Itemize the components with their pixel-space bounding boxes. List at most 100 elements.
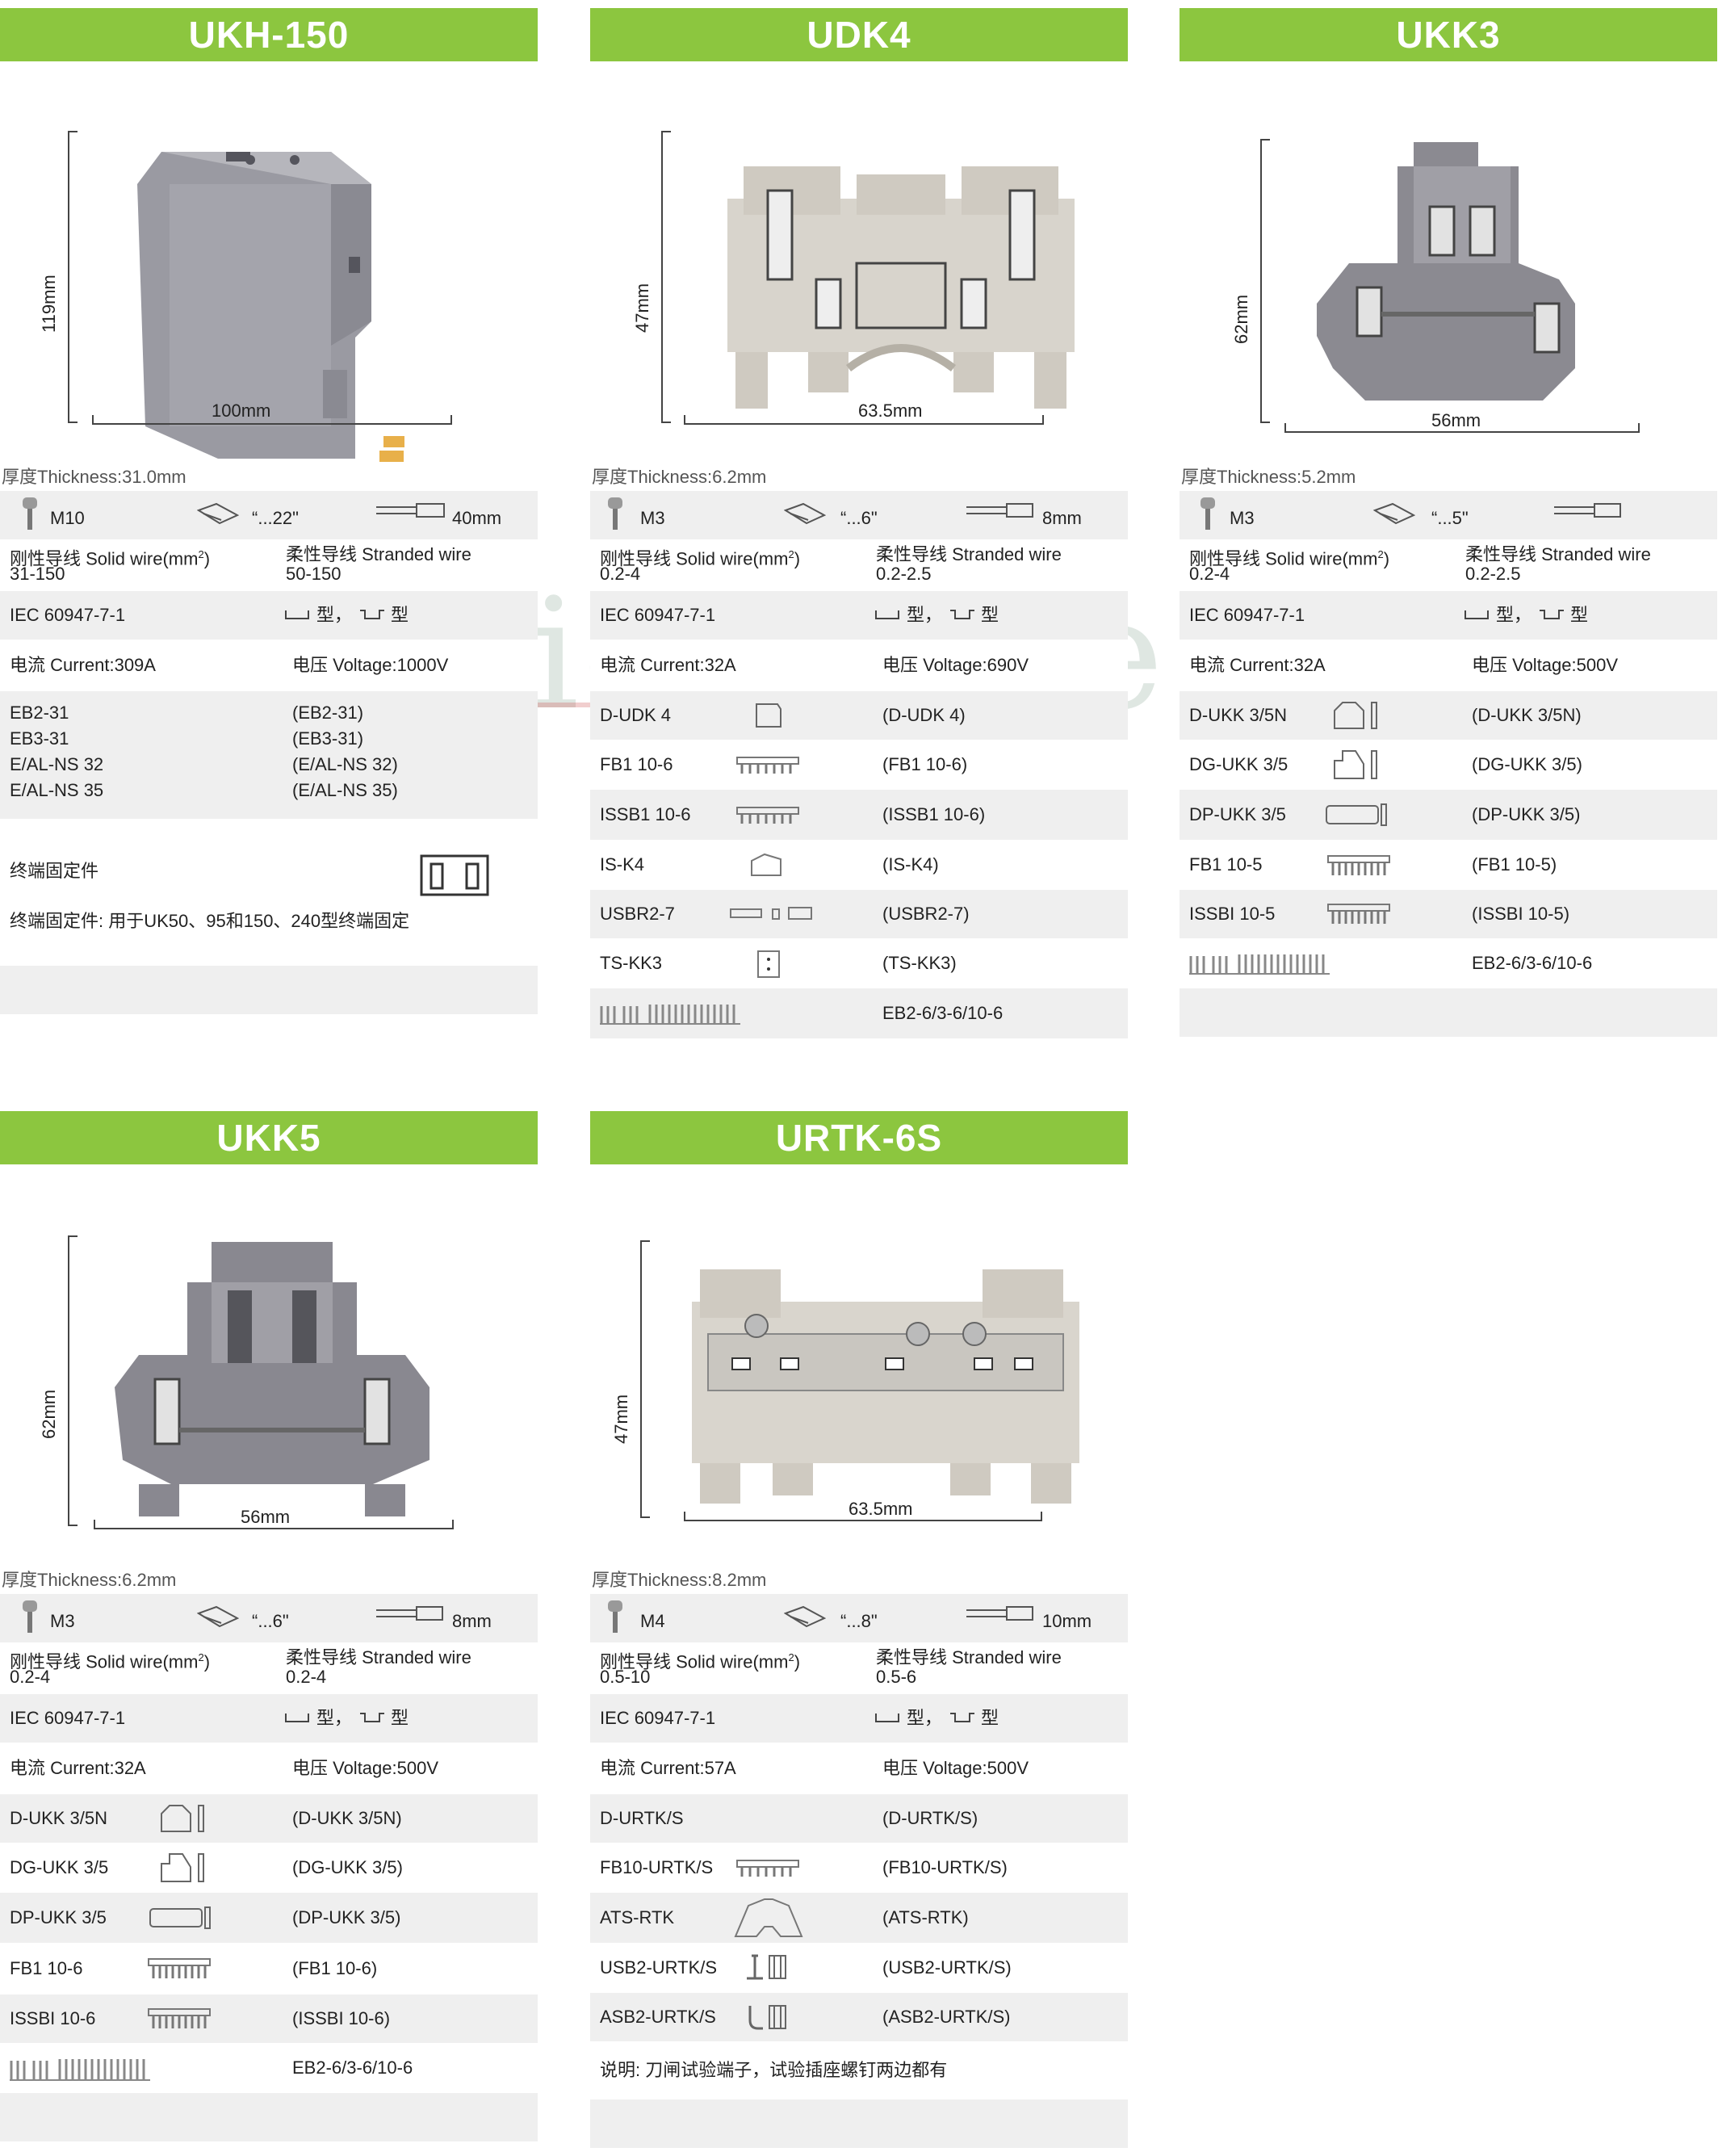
accessory-row: D-UKK 3/5N (D-UKK 3/5N) (0, 1794, 538, 1843)
empty-row (0, 966, 538, 1014)
accessory-row: ISSB1 10-6 (ISSB1 10-6) (590, 790, 1128, 840)
product-note: 说明: 刀闸试验端子，试验插座螺钉两边都有 (600, 2060, 948, 2080)
rail-profile-icon (1540, 610, 1564, 619)
accessory-code: (EB3-31) (292, 728, 364, 749)
screw-icon (608, 1600, 622, 1633)
screw-size: M3 (50, 1611, 75, 1631)
product-image-area: 62mm 56mm (1180, 61, 1717, 463)
cover-icon (734, 1898, 803, 1937)
socket-icon (757, 950, 780, 978)
width-dimension (684, 1512, 1042, 1521)
stranded-wire-label: 柔性导线 Stranded wire (286, 1647, 471, 1667)
type-label: 型， (1496, 605, 1532, 625)
gauge-value: “...6" (252, 1611, 289, 1631)
accessory-code: FB1 10-5 (1189, 854, 1263, 875)
stranded-wire-value: 0.2-2.5 (876, 564, 932, 584)
empty-row (1180, 988, 1717, 1037)
accessory-code: (E/AL-NS 35) (292, 780, 398, 800)
accessory-code: DG-UKK 3/5 (10, 1857, 109, 1877)
screw-row: M3 “...6" 8mm (0, 1594, 538, 1642)
type-label: 型， (316, 605, 353, 625)
solid-wire-label: 刚性导线 Solid wire(mm2) (600, 548, 801, 569)
accessory-row: ATS-RTK (ATS-RTK) (590, 1893, 1128, 1943)
gauge-value: “...22" (252, 508, 299, 528)
type-label: 型 (981, 1708, 999, 1728)
accessory-code: (ISSBI 10-6) (292, 2008, 391, 2028)
iec-standard: IEC 60947-7-1 (600, 1708, 716, 1728)
accessory-code: (USB2-URTK/S) (882, 1957, 1012, 1978)
card-urtk6s: URTK-6S 47mm 63.5mm 厚度Thickness:8.2mm M4 (590, 1111, 1128, 2148)
accessory-code: (D-UKK 3/5N) (292, 1808, 402, 1828)
accessory-code: (FB1 10-6) (882, 754, 968, 774)
strip-length: 40mm (452, 508, 502, 528)
rating-row: 电流 Current:32A 电压 Voltage:690V (590, 640, 1128, 691)
rail-profile-icon (950, 1713, 974, 1722)
thickness-label: 厚度Thickness:5.2mm (1181, 467, 1356, 487)
accessory-row: TS-KK3 (TS-KK3) (590, 938, 1128, 988)
rail-profile-icon (950, 610, 974, 619)
accessory-code: IS-K4 (600, 854, 645, 875)
wire-row: 刚性导线 Solid wire(mm2) 31-150 柔性导线 Strande… (0, 539, 538, 591)
current-rating: 电流 Current:32A (1189, 655, 1326, 675)
current-rating: 电流 Current:32A (10, 1758, 146, 1778)
accessory-row: USBR2-7 (USBR2-7) (590, 890, 1128, 938)
solid-wire-label: 刚性导线 Solid wire(mm2) (1189, 548, 1390, 569)
accessory-code: D-UKK 3/5N (10, 1808, 108, 1828)
gauge-value: “...8" (840, 1611, 878, 1631)
voltage-rating: 电压 Voltage:500V (292, 1758, 439, 1778)
card-title: UDK4 (590, 8, 1128, 61)
product-image-area: 119mm 100mm (0, 61, 538, 463)
accessory-code: (D-URTK/S) (882, 1808, 978, 1828)
marker-strip-icon (600, 1005, 740, 1025)
screw-icon (23, 497, 37, 530)
solid-wire-value: 0.2-4 (1189, 564, 1230, 584)
marker-strip-icon (1189, 954, 1330, 975)
urtk6s-product-image (692, 1269, 1079, 1504)
stranded-wire-label: 柔性导线 Stranded wire (1465, 544, 1651, 564)
width-dimension (1284, 423, 1640, 433)
screw-icon (1201, 497, 1215, 530)
rail-profile-icon (285, 610, 309, 619)
product-image-area: 47mm 63.5mm (590, 1164, 1128, 1567)
voltage-rating: 电压 Voltage:500V (882, 1758, 1029, 1778)
accessory-code: D-UDK 4 (600, 705, 672, 725)
accessory-code: ASB2-URTK/S (600, 2007, 716, 2027)
accessory-code: (DP-UKK 3/5) (292, 1907, 401, 1927)
stranded-wire-value: 0.2-2.5 (1465, 564, 1521, 584)
iec-row: IEC 60947-7-1 型， 型 (1180, 591, 1717, 640)
height-label: 47mm (611, 1394, 631, 1444)
screwdriver-icon (1373, 502, 1415, 525)
card-title: UKK5 (0, 1111, 538, 1164)
accessory-row: DP-UKK 3/5 (DP-UKK 3/5) (1180, 790, 1717, 840)
screw-size: M3 (640, 508, 665, 528)
height-dimension (68, 1235, 78, 1526)
card-udk4: UDK4 47mm 63.5mm 厚度Thickness:6.2mm M3 “.… (590, 8, 1128, 1038)
screw-row: M4 “...8" 10mm (590, 1594, 1128, 1642)
wire-strip-icon (966, 1606, 1033, 1621)
solid-wire-value: 0.5-10 (600, 1667, 651, 1687)
endplate-icon (161, 1853, 204, 1882)
height-dimension (1260, 139, 1270, 423)
accessory-code: DP-UKK 3/5 (1189, 804, 1286, 824)
accessory-code: (IS-K4) (882, 854, 939, 875)
solid-wire-label: 刚性导线 Solid wire(mm2) (10, 548, 211, 569)
bridge-icon (736, 807, 799, 824)
card-title: UKH-150 (0, 8, 538, 61)
voltage-rating: 电压 Voltage:690V (882, 655, 1029, 675)
accessory-code: (ISSB1 10-6) (882, 804, 986, 824)
thickness-label: 厚度Thickness:6.2mm (2, 1570, 177, 1590)
accessory-code: ISSB1 10-6 (600, 804, 691, 824)
card-ukk5: UKK5 62mm 56mm 厚度Thickness:6.2mm M3 “...… (0, 1111, 538, 2141)
width-dimension (684, 415, 1044, 425)
accessory-list: EB2-31 EB3-31 E/AL-NS 32 E/AL-NS 35 (EB2… (0, 691, 538, 819)
type-label: 型 (1570, 605, 1589, 625)
accessory-code: (DG-UKK 3/5) (1472, 754, 1582, 774)
screwdriver-icon (197, 1605, 239, 1628)
screw-row: M10 “...22" 40mm (0, 491, 538, 539)
card-ukk3: UKK3 62mm 56mm 厚度Thickness:5.2mm M3 “...… (1180, 8, 1717, 1037)
iec-row: IEC 60947-7-1 型， 型 (0, 1694, 538, 1743)
height-label: 62mm (1231, 294, 1251, 344)
height-label: 47mm (632, 283, 652, 333)
type-label: 型， (907, 605, 943, 625)
udk4-product-image (727, 166, 1075, 409)
